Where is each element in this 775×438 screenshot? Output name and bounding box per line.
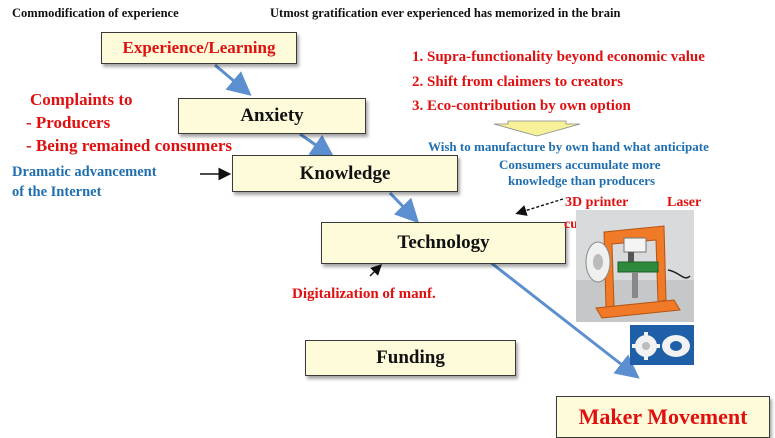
node-funding: Funding — [305, 340, 516, 376]
complaints-item-consumers: - Being remained consumers — [26, 136, 233, 155]
printed-parts-image — [630, 325, 694, 365]
header-left: Commodification of experience — [12, 6, 179, 20]
arrow-knowledge-technology — [388, 191, 420, 224]
complaints-item-producers: - Producers — [26, 113, 111, 132]
header-right: Utmost gratification ever experienced ha… — [270, 6, 621, 20]
arrow-experience-anxiety — [214, 63, 252, 96]
node-knowledge: Knowledge — [232, 155, 458, 192]
3d-printer-image — [576, 210, 694, 322]
label-laser: Laser — [667, 195, 702, 210]
node-anxiety: Anxiety — [178, 98, 366, 134]
yellow-down-arrow — [493, 120, 581, 137]
arrow-anxiety-knowledge — [299, 132, 335, 159]
internet-line1: Dramatic advancement — [12, 164, 157, 180]
arrow-technology-maker — [489, 260, 640, 379]
point-3: 3. Eco-contribution by own option — [412, 98, 631, 114]
label-3d-printer: 3D printer — [565, 195, 629, 210]
arrow-tools-technology — [515, 198, 564, 216]
wish-text: Wish to manufacture by own hand what ant… — [428, 139, 709, 154]
consumers-line2: knowledge than producers — [508, 173, 656, 188]
consumers-line1: Consumers accumulate more — [499, 157, 661, 172]
digitalization-text: Digitalization of manf. — [292, 286, 436, 302]
internet-line2: of the Internet — [12, 184, 102, 200]
point-1: 1. Supra-functionality beyond economic v… — [412, 49, 705, 65]
node-technology: Technology — [321, 222, 566, 264]
node-maker-movement: Maker Movement — [556, 396, 770, 438]
point-2: 2. Shift from claimers to creators — [412, 74, 624, 90]
complaints-title: Complaints to — [30, 90, 133, 109]
arrow-digital-technology — [369, 264, 382, 277]
node-experience-learning: Experience/Learning — [101, 32, 297, 64]
